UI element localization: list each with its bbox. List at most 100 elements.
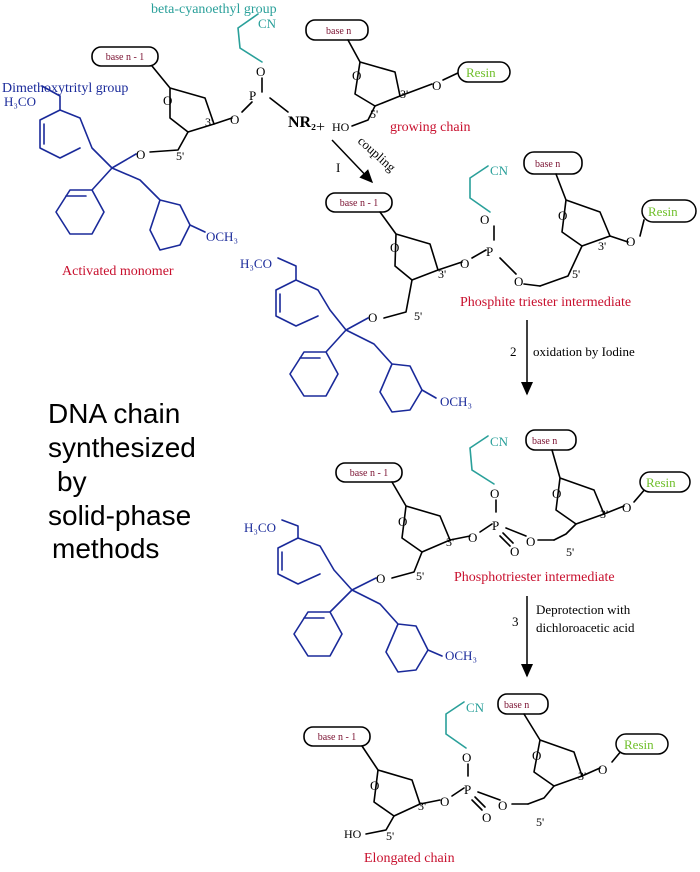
base-n-1-pill-2 [325,192,393,213]
resin-pill-2 [641,199,697,223]
o-up-1: O [256,64,265,79]
o-3prime-5: O [468,530,477,545]
base-n-pill-2 [523,151,583,175]
elongated-chain-label: Elongated chain [364,851,455,866]
base-n-label-2: base n [535,159,560,170]
phosphorus-2: P [486,244,493,259]
title-line-1: DNA chain [48,398,180,429]
step-2-label: 2 [510,344,517,359]
h3co-2: H₃CO [240,256,272,271]
o-5prime-1: O [136,147,145,162]
ring-oxygen-3: O [390,240,399,255]
three-prime-4: 3' [598,239,606,253]
o-link-7: O [498,798,507,813]
o-up-3: O [480,212,489,227]
five-prime-4: 5' [572,267,580,281]
phosphotriester-structure: base n - 1 O 3' 5' O P O O CN O base n O… [244,429,691,673]
base-n-1-label-3: base n - 1 [350,468,389,479]
dmt-group-label: Dimethoxytrityl group [2,81,128,96]
o-5prime-link-3: O [514,274,523,289]
ring-oxygen-7: O [370,778,379,793]
cn-1: CN [258,16,277,31]
base-n-1-label-2: base n - 1 [340,198,379,209]
step-3-label: 3 [512,614,519,629]
base-n-pill-1 [305,19,369,41]
o-3prime-6: O [622,500,631,515]
base-n-pill-4 [497,693,549,715]
arrow-step-1 [331,139,374,184]
growing-chain-label: growing chain [390,120,470,135]
title-line-2: synthesized [48,432,196,463]
h3co-1: H₃CO [4,94,36,109]
ho-1: HO [332,120,350,134]
base-n-label-3: base n [532,436,557,447]
beta-cyanoethyl-label: beta-cyanoethyl group [151,2,277,17]
growing-chain-structure: base n O 3' 5' O Resin HO [305,19,511,134]
o-up-7: O [462,750,471,765]
och3-3: OCH₃ [445,648,477,663]
ring-oxygen-2: O [352,68,361,83]
activated-monomer-label: Activated monomer [62,264,174,279]
elongated-chain-structure: base n - 1 O 3' 5' O P O O CN O base n O… [303,693,669,843]
title-block: DNA chain synthesized by solid-phase met… [48,398,196,564]
deprotection-label-1: Deprotection with [536,602,631,617]
o-link-5: O [526,534,535,549]
o-3prime-2: O [432,78,441,93]
resin-label-1: Resin [466,65,496,80]
phosphite-label: Phosphite triester intermediate [460,295,631,310]
five-prime-1: 5' [176,149,184,163]
och3-1: OCH₃ [206,229,238,244]
o-double-7: O [482,810,491,825]
deprotection-label-2: dichloroacetic acid [536,620,635,635]
five-prime-6: 5' [566,545,574,559]
activated-monomer-structure: base n - 1 O 3' 5' O P O CN NR₂ O H₃CO [4,13,316,251]
base-n-1-pill-3 [335,462,403,483]
step-1-label: I [336,160,340,175]
base-n-1-pill [91,46,159,67]
five-prime-8: 5' [536,815,544,829]
title-line-3: by [57,466,87,497]
o-3prime-4: O [626,234,635,249]
resin-label-4: Resin [624,737,654,752]
ho-2: HO [344,827,362,841]
o-5prime-3: O [368,310,377,325]
phosphite-structure: base n - 1 O 3' 5' O P O CN O base n O 3… [240,151,697,413]
cn-2: CN [490,163,509,178]
title-line-4: solid-phase [48,500,191,531]
phosphorus-3: P [492,518,499,533]
three-prime-5: 3' [446,535,454,549]
plus-sign: + [316,119,325,136]
o-up-5: O [490,486,499,501]
o-5prime-5: O [376,571,385,586]
five-prime-5: 5' [416,569,424,583]
five-prime-2: 5' [370,107,378,121]
title-line-5: methods [52,533,159,564]
base-n-label-1: base n [326,26,351,37]
ring-oxygen-4: O [558,208,567,223]
ring-oxygen-5: O [398,514,407,529]
ring-oxygen-8: O [532,748,541,763]
o-3prime-3: O [460,256,469,271]
resin-label-2: Resin [648,204,678,219]
base-n-1-label: base n - 1 [106,52,145,63]
oxidation-label: oxidation by Iodine [533,344,635,359]
five-prime-7: 5' [386,829,394,843]
o-3prime-1: O [230,112,239,127]
och3-2: OCH₃ [440,394,472,409]
base-n-1-label-4: base n - 1 [318,732,357,743]
coupling-label: coupling [355,133,399,175]
o-double-5: O [510,544,519,559]
base-n-label-4: base n [504,700,529,711]
resin-pill-4 [615,733,669,755]
resin-pill-1 [457,61,511,83]
resin-pill-3 [639,471,691,493]
o-3prime-8: O [598,762,607,777]
resin-label-3: Resin [646,475,676,490]
dmt-group-2 [275,257,437,413]
ring-oxygen-6: O [552,486,561,501]
phosphorus-1: P [249,88,256,103]
h3co-3: H₃CO [244,520,276,535]
cn-3: CN [490,434,509,449]
three-prime-3: 3' [438,267,446,281]
